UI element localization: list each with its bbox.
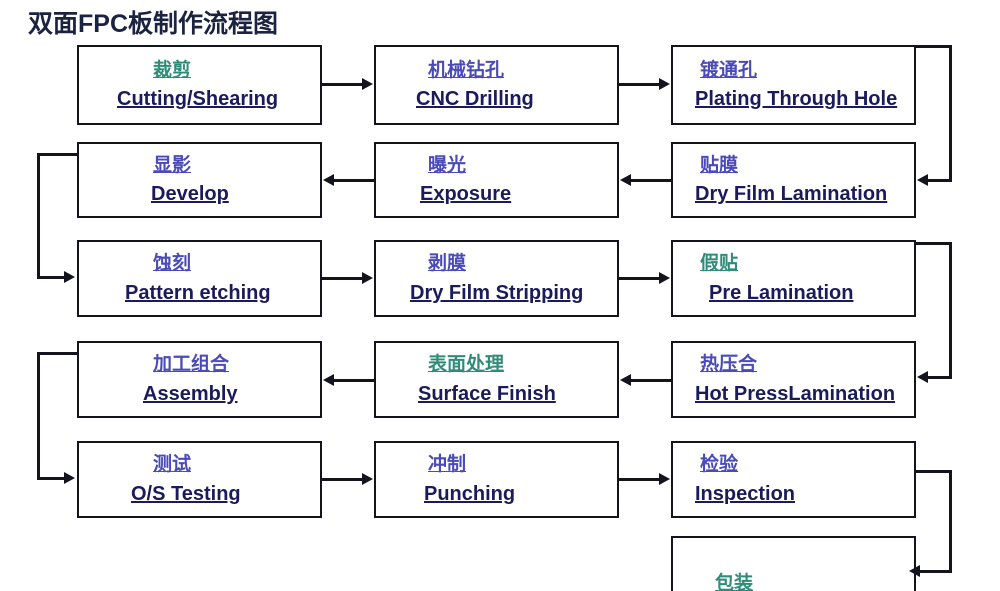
node-cutting-cn: 裁剪 bbox=[153, 59, 192, 81]
connector-prelam-hotpress-h-bottom bbox=[928, 376, 952, 379]
node-drilling-en: CNC Drilling bbox=[416, 88, 534, 111]
node-os-testing[interactable]: 测试 O/S Testing bbox=[77, 441, 322, 518]
node-cutting-en: Cutting/Shearing bbox=[117, 88, 279, 111]
node-inspection-en: Inspection bbox=[695, 482, 796, 505]
connector-pth-lamination-h-top bbox=[914, 45, 952, 48]
connector-inspection-packaging-h-top bbox=[914, 470, 952, 473]
connector-exposure-develop-line bbox=[334, 179, 374, 182]
node-pre-lamination[interactable]: 假贴 Pre Lamination bbox=[671, 240, 916, 317]
node-assembly-en: Assembly bbox=[143, 382, 238, 405]
connector-punching-inspection-arrow bbox=[659, 473, 670, 485]
node-assembly[interactable]: 加工组合 Assembly bbox=[77, 341, 322, 418]
connector-inspection-packaging-h-bottom bbox=[920, 570, 952, 573]
node-exposure-en: Exposure bbox=[420, 183, 512, 206]
connector-etching-stripping-line bbox=[322, 277, 363, 280]
node-dry-film-lamination[interactable]: 贴膜 Dry Film Lamination bbox=[671, 142, 916, 218]
node-lamination-cn: 贴膜 bbox=[700, 154, 739, 176]
node-hotpress-en: Hot PressLamination bbox=[695, 382, 896, 405]
connector-lamination-exposure-arrow bbox=[620, 174, 631, 186]
node-prelam-cn: 假贴 bbox=[700, 253, 739, 275]
node-punching-cn: 冲制 bbox=[428, 454, 467, 476]
node-exposure-cn: 曝光 bbox=[428, 154, 467, 176]
node-packaging[interactable]: 包装 bbox=[671, 536, 916, 591]
node-drilling[interactable]: 机械钻孔 CNC Drilling bbox=[374, 45, 619, 125]
connector-stripping-prelam-line bbox=[619, 277, 660, 280]
node-hotpress-cn: 热压合 bbox=[700, 354, 758, 376]
connector-etching-stripping-arrow bbox=[362, 272, 373, 284]
node-exposure[interactable]: 曝光 Exposure bbox=[374, 142, 619, 218]
connector-develop-etching-h-top bbox=[37, 153, 78, 156]
node-punching-en: Punching bbox=[424, 482, 516, 505]
node-hot-press-lamination[interactable]: 热压合 Hot PressLamination bbox=[671, 341, 916, 418]
node-develop[interactable]: 显影 Develop bbox=[77, 142, 322, 218]
node-pth-en: Plating Through Hole bbox=[695, 88, 898, 111]
connector-develop-etching-h-bottom bbox=[37, 276, 65, 279]
node-inspection-cn: 检验 bbox=[700, 454, 739, 476]
connector-assembly-testing-arrow bbox=[64, 472, 75, 484]
node-develop-en: Develop bbox=[151, 183, 229, 206]
node-testing-cn: 测试 bbox=[153, 454, 192, 476]
page-title: 双面FPC板制作流程图 bbox=[28, 10, 279, 38]
connector-drilling-pth-line bbox=[619, 83, 660, 86]
connector-pth-lamination-arrow bbox=[917, 174, 928, 186]
node-dry-film-stripping[interactable]: 剥膜 Dry Film Stripping bbox=[374, 240, 619, 317]
node-inspection[interactable]: 检验 Inspection bbox=[671, 441, 916, 518]
node-drilling-cn: 机械钻孔 bbox=[428, 59, 505, 81]
connector-prelam-hotpress-h-top bbox=[914, 242, 952, 245]
connector-hotpress-surface-line bbox=[631, 379, 671, 382]
node-etching-en: Pattern etching bbox=[125, 281, 271, 304]
node-testing-en: O/S Testing bbox=[131, 482, 241, 505]
connector-develop-etching-v bbox=[37, 153, 40, 279]
connector-assembly-testing-h-bottom bbox=[37, 477, 65, 480]
connector-lamination-exposure-line bbox=[631, 179, 671, 182]
connector-surface-assembly-arrow bbox=[323, 374, 334, 386]
connector-assembly-testing-v bbox=[37, 352, 40, 480]
connector-testing-punching-arrow bbox=[362, 473, 373, 485]
connector-exposure-develop-arrow bbox=[323, 174, 334, 186]
node-plating-through-hole[interactable]: 镀通孔 Plating Through Hole bbox=[671, 45, 916, 125]
connector-prelam-hotpress-arrow bbox=[917, 371, 928, 383]
node-develop-cn: 显影 bbox=[153, 154, 192, 176]
node-punching[interactable]: 冲制 Punching bbox=[374, 441, 619, 518]
connector-hotpress-surface-arrow bbox=[620, 374, 631, 386]
node-etching-cn: 蚀刻 bbox=[153, 253, 192, 275]
connector-prelam-hotpress-v bbox=[949, 242, 952, 379]
connector-pth-lamination-v bbox=[949, 45, 952, 182]
connector-punching-inspection-line bbox=[619, 478, 660, 481]
node-cutting[interactable]: 裁剪 Cutting/Shearing bbox=[77, 45, 322, 125]
connector-testing-punching-line bbox=[322, 478, 363, 481]
connector-cutting-drilling-arrow bbox=[362, 78, 373, 90]
connector-stripping-prelam-arrow bbox=[659, 272, 670, 284]
connector-inspection-packaging-v bbox=[949, 470, 952, 573]
node-surface-en: Surface Finish bbox=[418, 382, 556, 405]
connector-surface-assembly-line bbox=[334, 379, 374, 382]
node-stripping-en: Dry Film Stripping bbox=[410, 281, 584, 304]
connector-cutting-drilling-line bbox=[322, 83, 363, 86]
node-surface-cn: 表面处理 bbox=[428, 354, 505, 376]
node-surface-finish[interactable]: 表面处理 Surface Finish bbox=[374, 341, 619, 418]
connector-develop-etching-arrow bbox=[64, 271, 75, 283]
connector-inspection-packaging-arrow bbox=[909, 565, 920, 577]
connector-drilling-pth-arrow bbox=[659, 78, 670, 90]
node-stripping-cn: 剥膜 bbox=[428, 253, 467, 275]
node-prelam-en: Pre Lamination bbox=[709, 281, 854, 304]
node-packaging-cn: 包装 bbox=[715, 573, 754, 591]
node-pattern-etching[interactable]: 蚀刻 Pattern etching bbox=[77, 240, 322, 317]
node-pth-cn: 镀通孔 bbox=[700, 59, 758, 81]
connector-assembly-testing-h-top bbox=[37, 352, 78, 355]
node-assembly-cn: 加工组合 bbox=[153, 354, 230, 376]
node-lamination-en: Dry Film Lamination bbox=[695, 183, 888, 206]
connector-pth-lamination-h-bottom bbox=[928, 179, 952, 182]
